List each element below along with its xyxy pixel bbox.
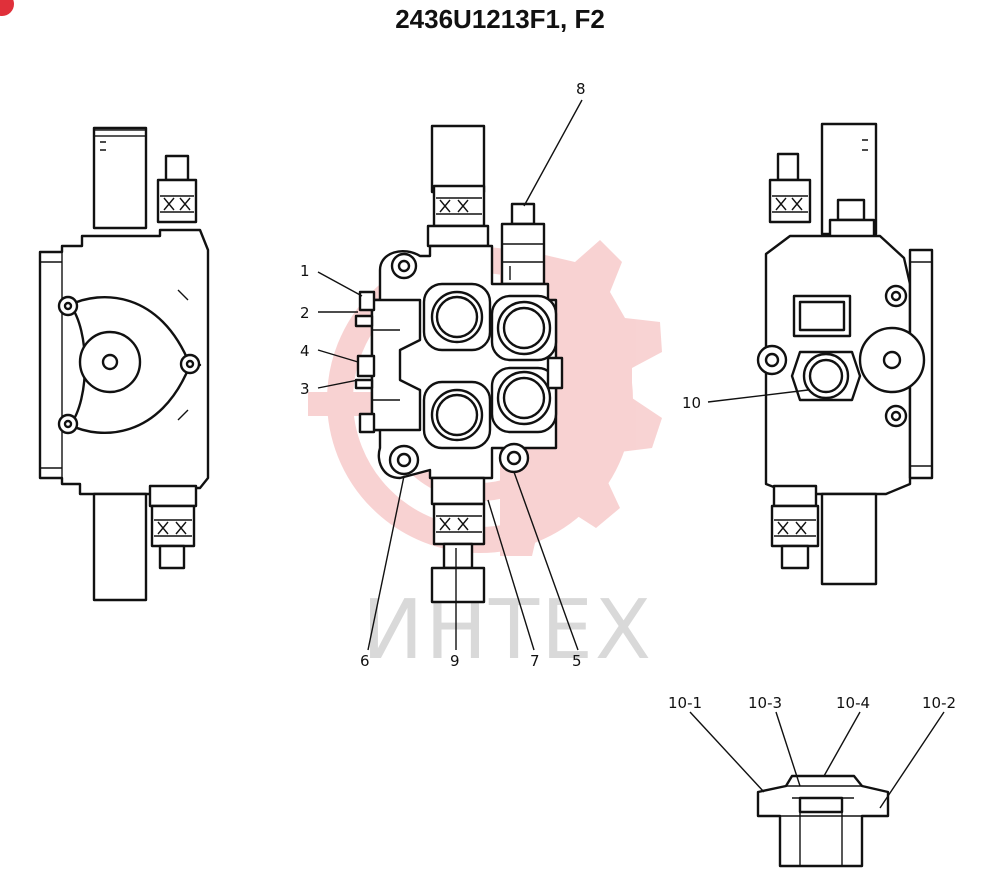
- watermark-text: ИНТЕХ: [362, 583, 653, 678]
- left-side-view: [38, 126, 210, 602]
- callout-9: 9: [450, 652, 460, 670]
- callout-1: 1: [300, 262, 310, 280]
- callout-10-1: 10-1: [668, 694, 702, 712]
- front-view: [354, 124, 564, 604]
- callout-10-4: 10-4: [836, 694, 870, 712]
- callout-4: 4: [300, 342, 310, 360]
- callout-8: 8: [576, 80, 586, 98]
- callout-5: 5: [572, 652, 582, 670]
- callout-3: 3: [300, 380, 310, 398]
- corner-logo-icon: [0, 0, 14, 16]
- callout-6: 6: [360, 652, 370, 670]
- callout-10: 10: [682, 394, 701, 412]
- page-title: 2436U1213F1, F2: [395, 4, 605, 34]
- callout-7: 7: [530, 652, 540, 670]
- rear-view: [756, 122, 934, 586]
- plug-detail-view: [756, 774, 890, 868]
- leader-lines: [317, 99, 945, 809]
- callout-10-3: 10-3: [748, 694, 782, 712]
- callout-2: 2: [300, 304, 310, 322]
- callout-10-2: 10-2: [922, 694, 956, 712]
